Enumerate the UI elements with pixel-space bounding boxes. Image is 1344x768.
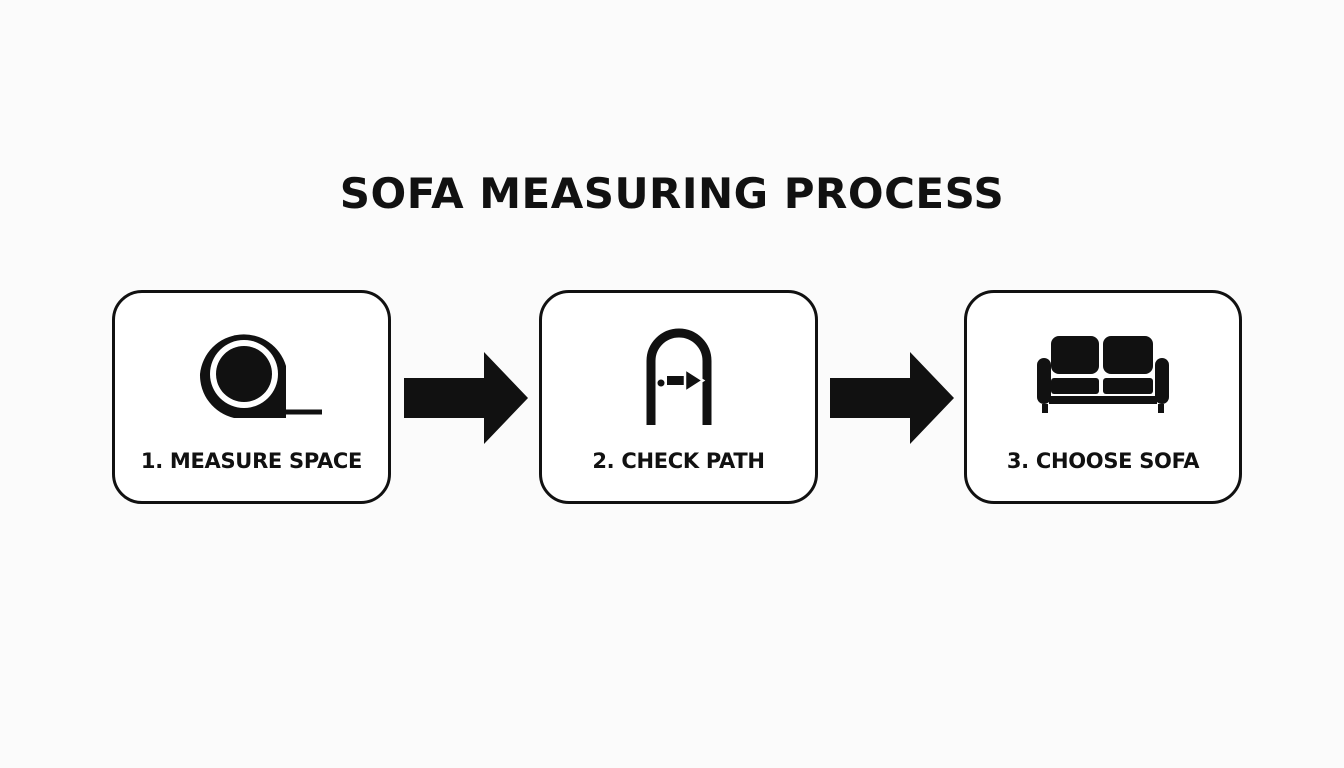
arrow-right-icon (830, 352, 954, 444)
step-label: 1. MEASURE SPACE (140, 449, 363, 473)
sofa-icon (967, 319, 1239, 429)
step-label: 3. CHOOSE SOFA (1006, 449, 1200, 473)
step-label: 2. CHECK PATH (592, 449, 765, 473)
step-card-check-path: 2. CHECK PATH (539, 290, 818, 504)
step-card-choose-sofa: 3. CHOOSE SOFA (964, 290, 1242, 504)
arrow-right-icon (404, 352, 528, 444)
step-card-measure-space: 1. MEASURE SPACE (112, 290, 391, 504)
tape-measure-icon (115, 319, 388, 429)
diagram-title: SOFA MEASURING PROCESS (339, 169, 1005, 218)
doorway-icon (542, 319, 815, 429)
